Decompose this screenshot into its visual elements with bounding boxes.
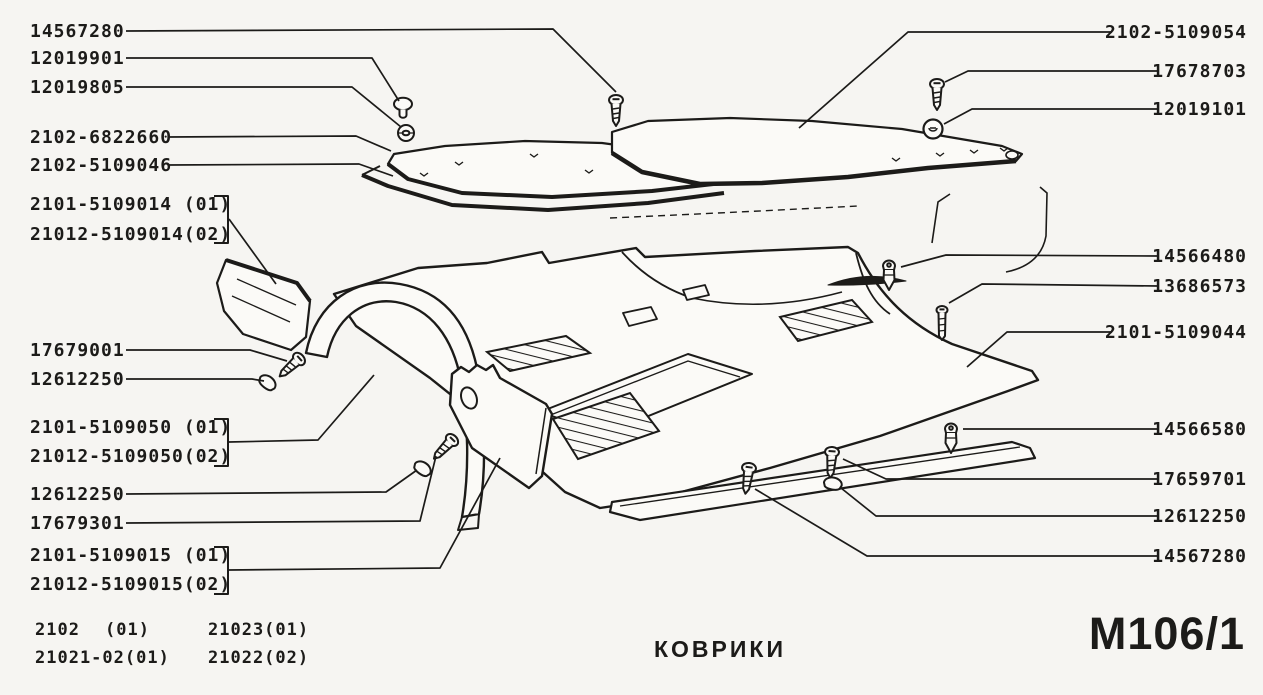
part-label: 21012-5109050(02) (30, 446, 232, 467)
long-screw-icon (935, 305, 949, 341)
model-code: 2102 (35, 620, 80, 640)
plate-number: М106/1 (1088, 608, 1245, 659)
part-label: 13686573 (1152, 276, 1247, 297)
part-label: 14567280 (1152, 546, 1247, 567)
screw-icon-right-top (929, 78, 945, 111)
part-label: 2102-5109054 (1104, 22, 1247, 43)
part-label: 12612250 (30, 484, 125, 505)
ring-icon (922, 118, 944, 140)
dome-plug-icon-left (255, 371, 280, 394)
part-label: 2101-5109014 (01) (30, 194, 232, 215)
part-label: 2101-5109015 (01) (30, 545, 232, 566)
model-code: (01) (105, 620, 150, 640)
part-label: 17659701 (1152, 469, 1247, 490)
part-label: 17679001 (30, 340, 125, 361)
part-label: 17679301 (30, 513, 125, 534)
mushroom-button-icon (393, 96, 413, 119)
ribbed-heel-pads (484, 298, 874, 461)
trunk-mat-right (610, 116, 1024, 187)
trunk-mat-left-insulation (361, 165, 725, 212)
part-label: 12612250 (1152, 506, 1247, 527)
side-panel-left (215, 258, 312, 352)
screw-icon-top (608, 94, 624, 127)
part-label: 17678703 (1152, 61, 1247, 82)
part-label: 12612250 (30, 369, 125, 390)
part-label: 12019101 (1152, 99, 1247, 120)
screw-icon-front (427, 430, 462, 465)
leader-lines (125, 28, 1159, 595)
push-pin-icon-lower (944, 422, 958, 454)
part-label: 12019805 (30, 77, 125, 98)
model-code: 21021-02(01) (35, 648, 170, 668)
model-code: 21023(01) (208, 620, 310, 640)
part-label: 2102-5109046 (30, 155, 173, 176)
part-label: 14567280 (30, 21, 125, 42)
screw-icon-left (273, 349, 309, 383)
model-code: 21022(02) (208, 648, 310, 668)
push-pin-icon-upper (882, 259, 896, 291)
part-label: 2101-5109050 (01) (30, 417, 232, 438)
part-label: 12019901 (30, 48, 125, 69)
sheet-title: КОВРИКИ (654, 636, 786, 662)
part-label: 14566480 (1152, 246, 1247, 267)
part-label: 14566580 (1152, 419, 1247, 440)
part-label: 2101-5109044 (1104, 322, 1247, 343)
front-flap-panel (448, 363, 554, 490)
wheel-arch-band (304, 281, 486, 531)
part-label: 2102-6822660 (30, 127, 173, 148)
dome-plug-icon-front (410, 457, 435, 480)
part-label: 21012-5109014(02) (30, 224, 232, 245)
part-label: 21012-5109015(02) (30, 574, 232, 595)
